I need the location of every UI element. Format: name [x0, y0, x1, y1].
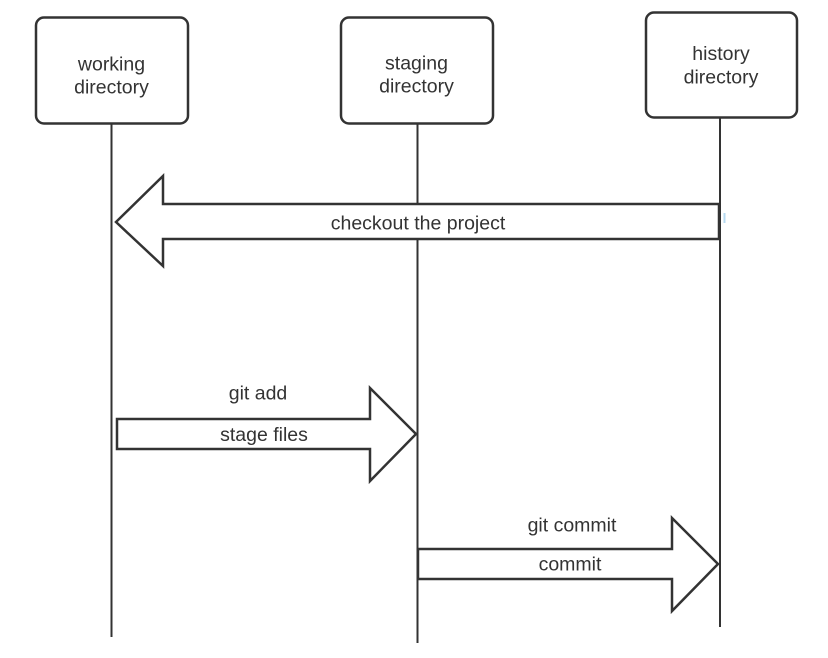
- actor-rect-working-directory: [34, 16, 190, 125]
- actor-rect-history-directory: [644, 11, 799, 119]
- message-checkout: checkout the project: [114, 173, 721, 269]
- actor-label-history-line1: history: [692, 43, 750, 65]
- message-git-add: git add stage files: [115, 383, 418, 485]
- arrow-label-stage-files: stage files: [220, 424, 308, 446]
- arrow-label-checkout: checkout the project: [331, 213, 506, 235]
- arrow-left-checkout: [114, 173, 721, 269]
- actor-label-working-line2: directory: [74, 77, 149, 99]
- actor-label-history-line2: directory: [684, 67, 759, 89]
- text-caret-artifact: [723, 213, 726, 223]
- actor-box-history-directory: history directory: [644, 11, 799, 119]
- arrow-title-git-add: git add: [229, 383, 288, 405]
- arrow-label-commit: commit: [539, 554, 602, 576]
- arrow-title-git-commit: git commit: [528, 515, 617, 537]
- arrow-right-commit: [416, 514, 720, 615]
- actor-box-staging-directory: staging directory: [339, 16, 495, 125]
- actor-rect-staging-directory: [339, 16, 495, 125]
- actor-label-staging-line2: directory: [379, 76, 454, 98]
- actor-box-working-directory: working directory: [34, 16, 190, 125]
- actor-label-working-line1: working: [77, 54, 145, 76]
- message-git-commit: git commit commit: [416, 514, 720, 615]
- actor-label-staging-line1: staging: [385, 53, 448, 75]
- arrow-right-stage-files: [115, 384, 418, 485]
